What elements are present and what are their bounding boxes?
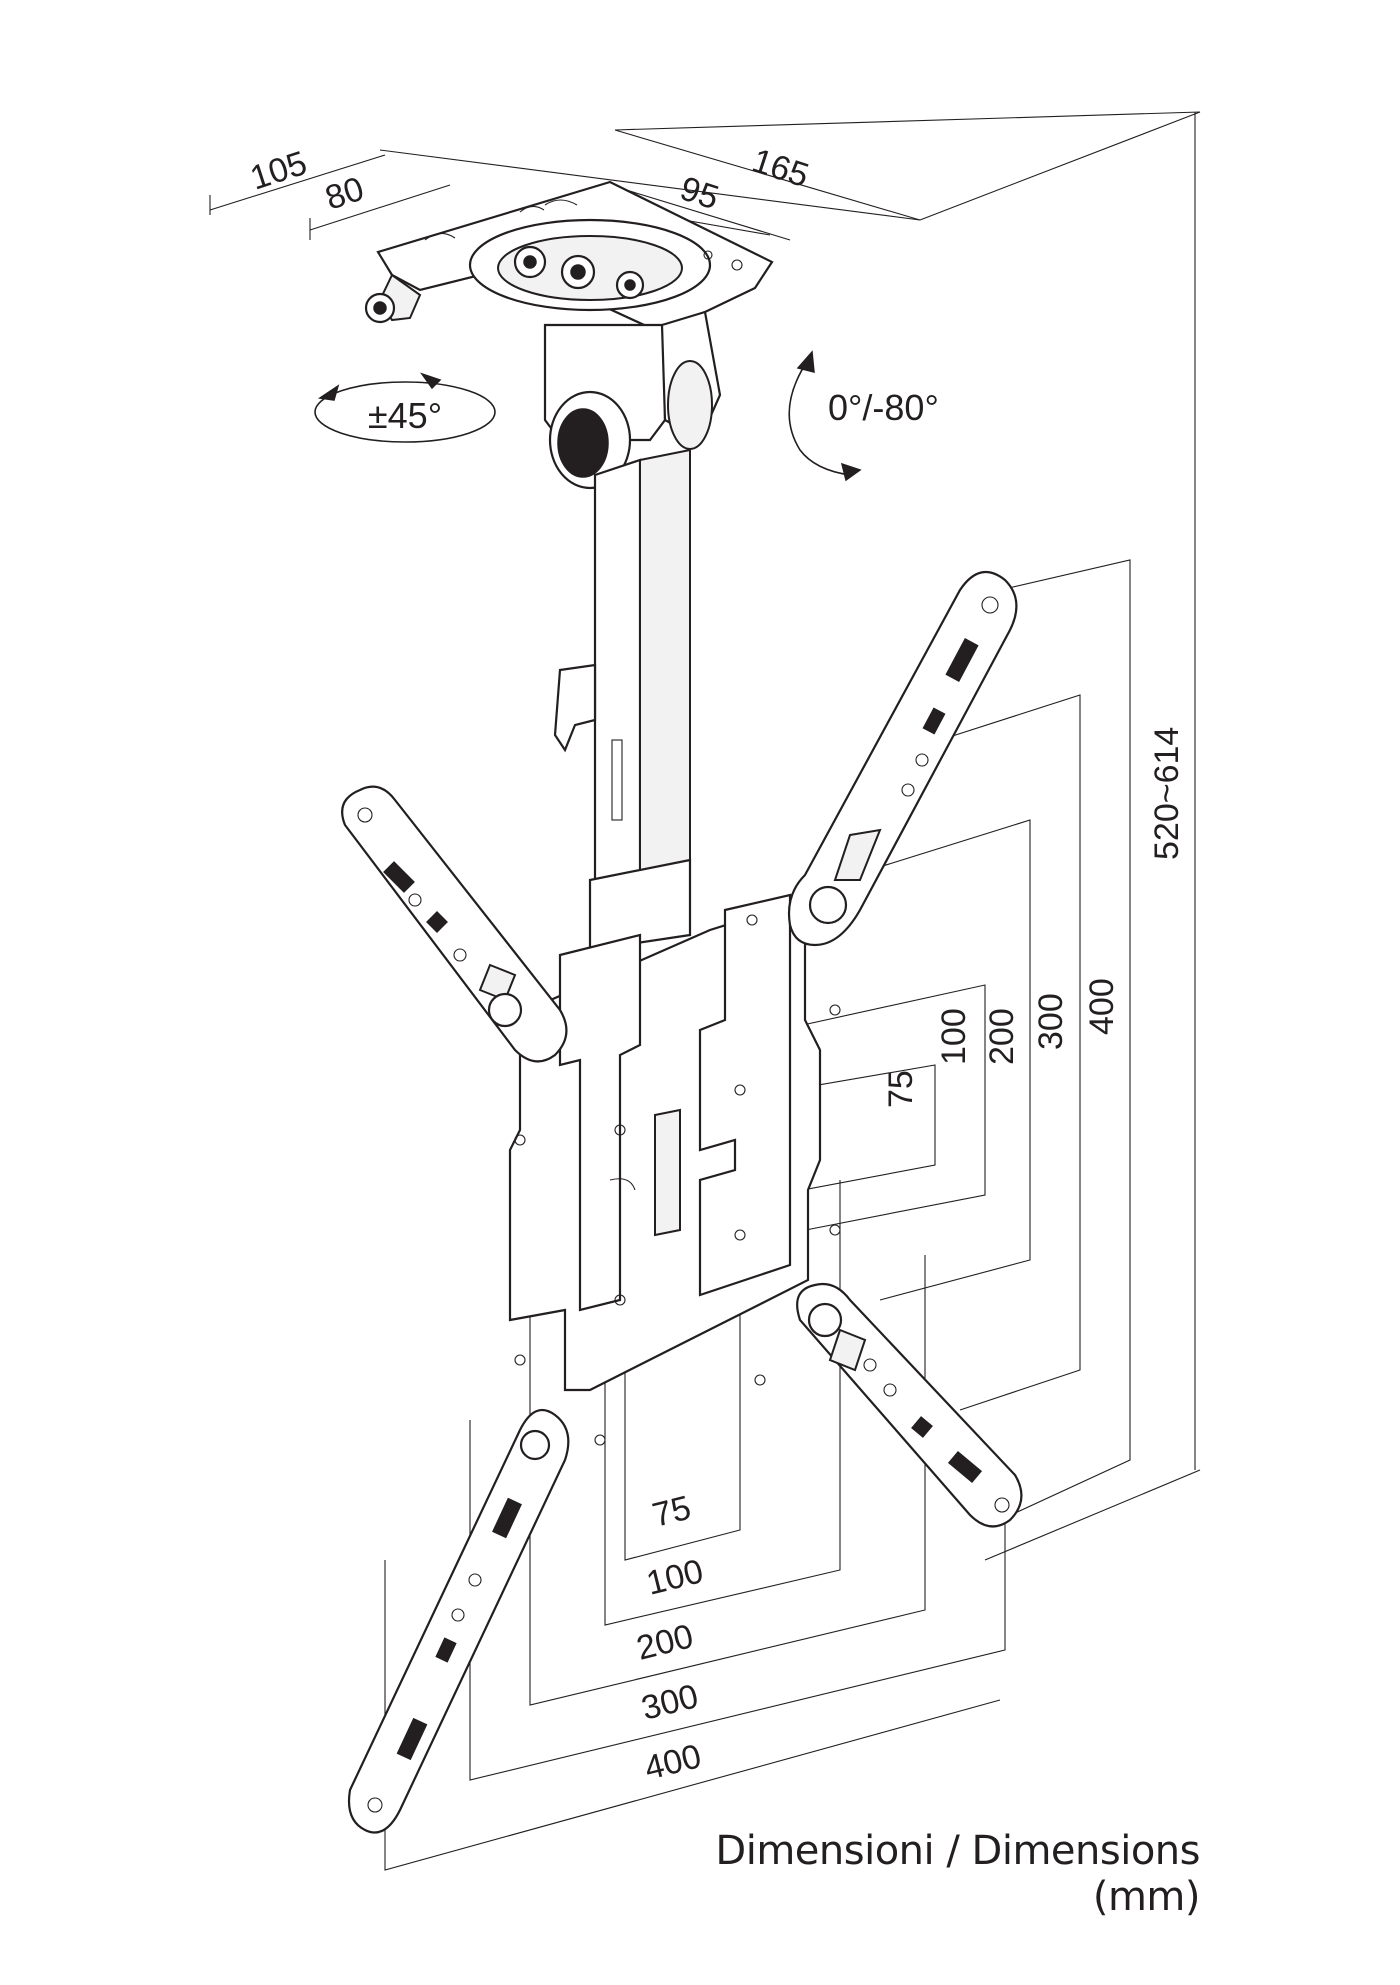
- vesa-arm-bottom-left: [347, 1408, 570, 1834]
- vesa-arm-top-right: [787, 570, 1018, 947]
- plate-width-outer-label: 105: [246, 144, 312, 198]
- ceiling-plate-dimensions: [209, 111, 1201, 241]
- swivel-arrow-left-icon: [317, 384, 340, 401]
- swivel-indicator: ±45°: [314, 372, 496, 443]
- height-dimension: [984, 112, 1201, 1561]
- plate-depth-outer-label: 165: [748, 141, 814, 195]
- tilt-indicator: 0°/-80°: [788, 350, 939, 482]
- tilt-knob: [548, 360, 713, 490]
- swivel-arrow-right-icon: [420, 372, 442, 390]
- dimensions-caption: Dimensioni / Dimensions (mm): [715, 1828, 1200, 1920]
- plate-depth-inner-label: 95: [676, 169, 724, 217]
- tilt-label: 0°/-80°: [828, 387, 939, 428]
- vesa-arm-bottom-right: [796, 1282, 1023, 1528]
- vesa-horizontal-300-label: 300: [638, 1677, 702, 1728]
- vesa-vertical-75-label: 75: [882, 1070, 920, 1108]
- vesa-horizontal-400-label: 400: [641, 1737, 705, 1788]
- vesa-vertical-300-label: 300: [1032, 993, 1070, 1050]
- vesa-horizontal-100-label: 100: [643, 1552, 707, 1603]
- tilt-arrow-up-icon: [796, 350, 815, 373]
- back-plate: [504, 893, 841, 1446]
- tilt-arrow-down-icon: [840, 462, 862, 482]
- vesa-vertical-100-label: 100: [935, 1008, 973, 1065]
- vesa-vertical-400-label: 400: [1083, 978, 1121, 1035]
- vesa-horizontal-200-label: 200: [633, 1617, 697, 1668]
- vesa-vertical-200-label: 200: [983, 1008, 1021, 1065]
- vesa-horizontal-75-label: 75: [649, 1489, 695, 1535]
- vesa-arm-top-left: [341, 785, 568, 1063]
- vesa-vertical-dimensions: [749, 559, 1131, 1521]
- height-range-label: 520~614: [1148, 727, 1186, 860]
- vertical-pole: [553, 448, 692, 952]
- swivel-label: ±45°: [368, 395, 442, 436]
- plate-width-inner-label: 80: [321, 170, 369, 218]
